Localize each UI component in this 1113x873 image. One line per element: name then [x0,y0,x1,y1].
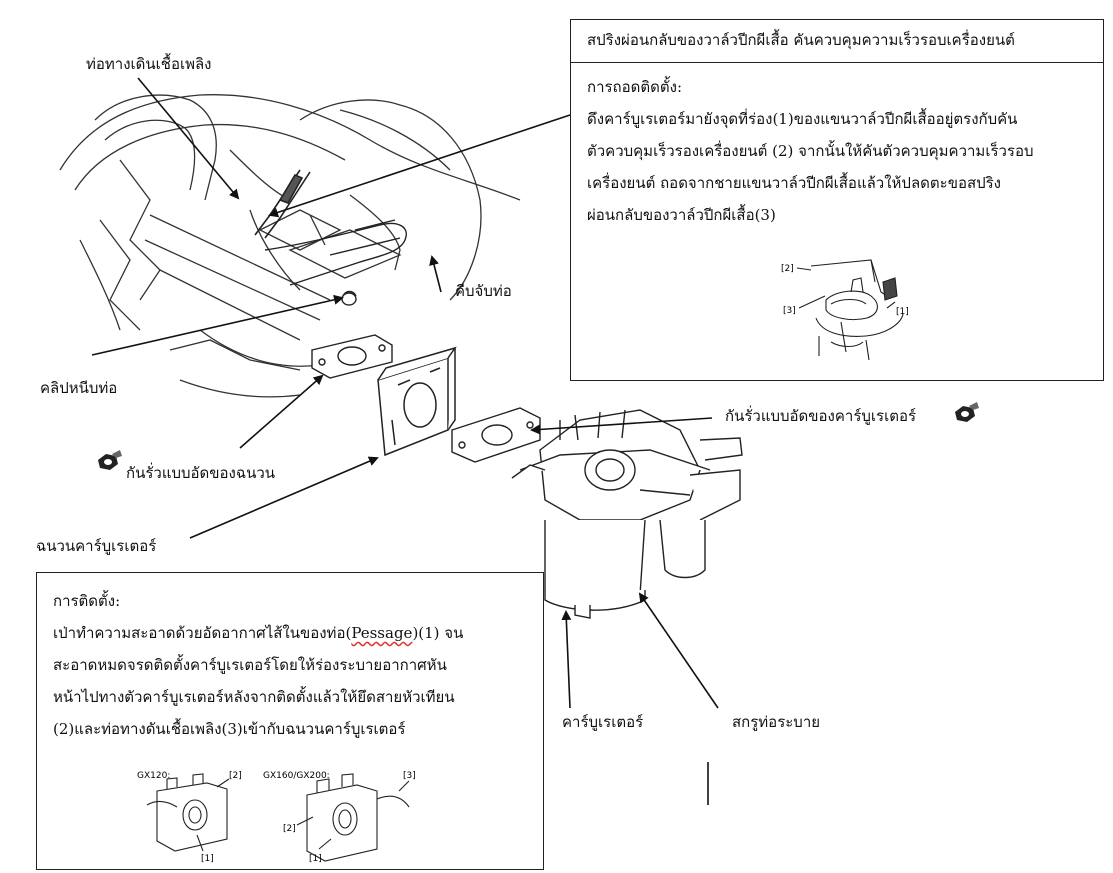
label-carb-gasket: กันรั่วแบบอัดของคาร์บูเรเตอร์ [725,407,917,425]
gx120-callout-2: [2] [229,771,242,781]
install-line: สะอาดหมดจรดติดตั้งคาร์บูเรเตอร์โดยให้ร่อ… [53,656,447,674]
removal-callout-3: [3] [783,306,796,316]
removal-line: เครื่องยนต์ ถอดจากชายแขนวาล์วปีกผีเสื้อแ… [587,174,1002,192]
removal-line: ตัวควบคุมเร็วรองเครื่องยนต์ (2) จากนั้นใ… [587,142,1034,160]
carb-gasket-part [451,407,541,463]
label-insulator: ฉนวนคาร์บูเรเตอร์ [36,537,157,555]
leader-hose-clamp [429,255,442,293]
removal-heading: การถอดติดตั้ง: [587,78,682,96]
removal-box-title: สปริงผ่อนกลับของวาล์วปีกผีเสื้อ คันควบคุ… [571,20,1103,63]
fig-gx160-title: GX160/GX200: [263,771,330,781]
install-line: หน้าไปทางตัวคาร์บูเรเตอร์หลังจากติดตั้งแ… [53,688,455,706]
fuel-hose [264,219,407,286]
install-figure: GX120: GX160/GX200: [2] [1] [3] [2] [137,771,416,864]
label-drain-screw: สกรูท่อระบาย [732,713,821,731]
engine-body-sketch [59,94,521,398]
insulator-block-part [377,346,457,457]
misspelled-word: Pessage [351,624,413,642]
insulator-gasket-part [311,334,393,379]
install-line: เป่าทำความสะอาดด้วยอัดอากาศไส้ในของท่อ(P… [53,624,464,642]
removal-line: ดึงคาร์บูเรเตอร์มายังจุดที่ร่อง(1)ของแขน… [587,110,1018,128]
gx160-callout-2: [2] [283,824,296,834]
removal-instruction-box: สปริงผ่อนกลับของวาล์วปีกผีเสื้อ คันควบคุ… [570,19,1104,381]
install-heading: การติดตั้ง: [53,592,121,610]
leader-removal-box [268,114,571,218]
gx160-callout-3: [3] [403,771,416,781]
carburetor-part [511,409,743,619]
installation-instruction-box: การติดตั้ง: เป่าทำความสะอาดด้วยอัดอากาศไ… [36,572,544,870]
replace-part-icon [98,450,122,470]
gx120-callout-1: [1] [201,854,214,864]
removal-line: ผ่อนกลับของวาล์วปีกผีเสื้อ(3) [587,206,776,224]
leader-insulator [189,456,379,539]
leader-drain-screw [638,592,719,709]
leader-tube-clip [91,294,344,356]
removal-callout-2: [2] [781,264,794,274]
label-fuel-line: ท่อทางเดินเชื้อเพลิง [86,55,212,73]
label-hose-clamp: คีบจับท่อ [455,282,512,300]
label-carburetor: คาร์บูเรเตอร์ [562,713,644,731]
gx160-callout-1: [1] [309,854,322,864]
leader-insulator-gasket [239,374,324,449]
leader-fuel-line [137,77,240,200]
throttle-spring-figure: [2] [3] [1] [781,259,909,361]
install-line: (2)และท่อทางดันเชื้อเพลิง(3)เข้ากับฉนวนค… [53,720,406,738]
fig-gx120-title: GX120: [137,771,170,781]
governor-rod [254,169,311,239]
replace-part-icon [955,402,979,422]
removal-callout-1: [1] [896,307,909,317]
leader-carb-gasket [530,417,713,435]
label-tube-clip: คลิปหนีบท่อ [40,379,118,397]
leader-carburetor [561,610,572,709]
label-insulator-gasket: กันรั่วแบบอัดของฉนวน [126,464,276,482]
tube-clip-part [341,290,357,306]
